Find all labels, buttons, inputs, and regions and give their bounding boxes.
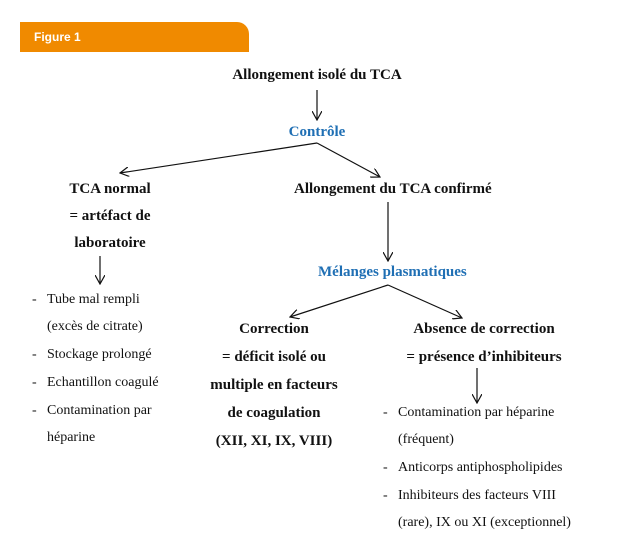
absence-title: Absence de correction bbox=[413, 321, 555, 337]
controle-node: Contrôle bbox=[288, 124, 346, 140]
right-item-3-line2: (rare), IX ou XI (exceptionnel) bbox=[398, 515, 571, 530]
correction-line4: de coagulation bbox=[227, 405, 321, 421]
bullet: - bbox=[32, 403, 37, 418]
bullet: - bbox=[383, 405, 388, 420]
tca-normal-line3: laboratoire bbox=[74, 235, 146, 251]
right-item-1-line1: Contamination par héparine bbox=[398, 405, 555, 420]
arrow-controle-left bbox=[120, 142, 318, 173]
tca-normal-line2: = artéfact de bbox=[69, 208, 151, 224]
bullet: - bbox=[383, 488, 388, 503]
correction-line2: = déficit isolé ou bbox=[222, 349, 326, 365]
arrow-controle-right bbox=[316, 142, 380, 177]
left-item-1-line2: (excès de citrate) bbox=[47, 319, 143, 334]
figure-label: Figure 1 bbox=[34, 30, 81, 44]
bullet: - bbox=[32, 292, 37, 307]
absence-line2: = présence d’inhibiteurs bbox=[406, 349, 562, 365]
melanges-node: Mélanges plasmatiques bbox=[318, 264, 467, 280]
root-node: Allongement isolé du TCA bbox=[232, 67, 402, 83]
left-item-1-line1: Tube mal rempli bbox=[47, 292, 140, 307]
bullet: - bbox=[32, 375, 37, 390]
right-item-1-line2: (fréquent) bbox=[398, 432, 454, 447]
arrow-melanges-correction bbox=[290, 284, 389, 317]
left-item-2: Stockage prolongé bbox=[47, 347, 152, 362]
tca-normal-title: TCA normal bbox=[69, 181, 151, 197]
left-item-4-line1: Contamination par bbox=[47, 403, 152, 418]
arrow-melanges-absence bbox=[387, 284, 462, 318]
left-item-4-line2: héparine bbox=[47, 430, 96, 445]
confirme-node: Allongement du TCA confirmé bbox=[294, 181, 492, 197]
correction-line5: (XII, XI, IX, VIII) bbox=[215, 433, 333, 449]
bullet: - bbox=[32, 347, 37, 362]
right-item-2: Anticorps antiphospholipides bbox=[398, 460, 563, 475]
correction-line3: multiple en facteurs bbox=[210, 377, 338, 393]
bullet: - bbox=[383, 460, 388, 475]
right-item-3-line1: Inhibiteurs des facteurs VIII bbox=[398, 488, 556, 503]
figure-tab: Figure 1 bbox=[20, 22, 249, 52]
left-item-3: Echantillon coagulé bbox=[47, 375, 159, 390]
correction-title: Correction bbox=[239, 321, 309, 337]
